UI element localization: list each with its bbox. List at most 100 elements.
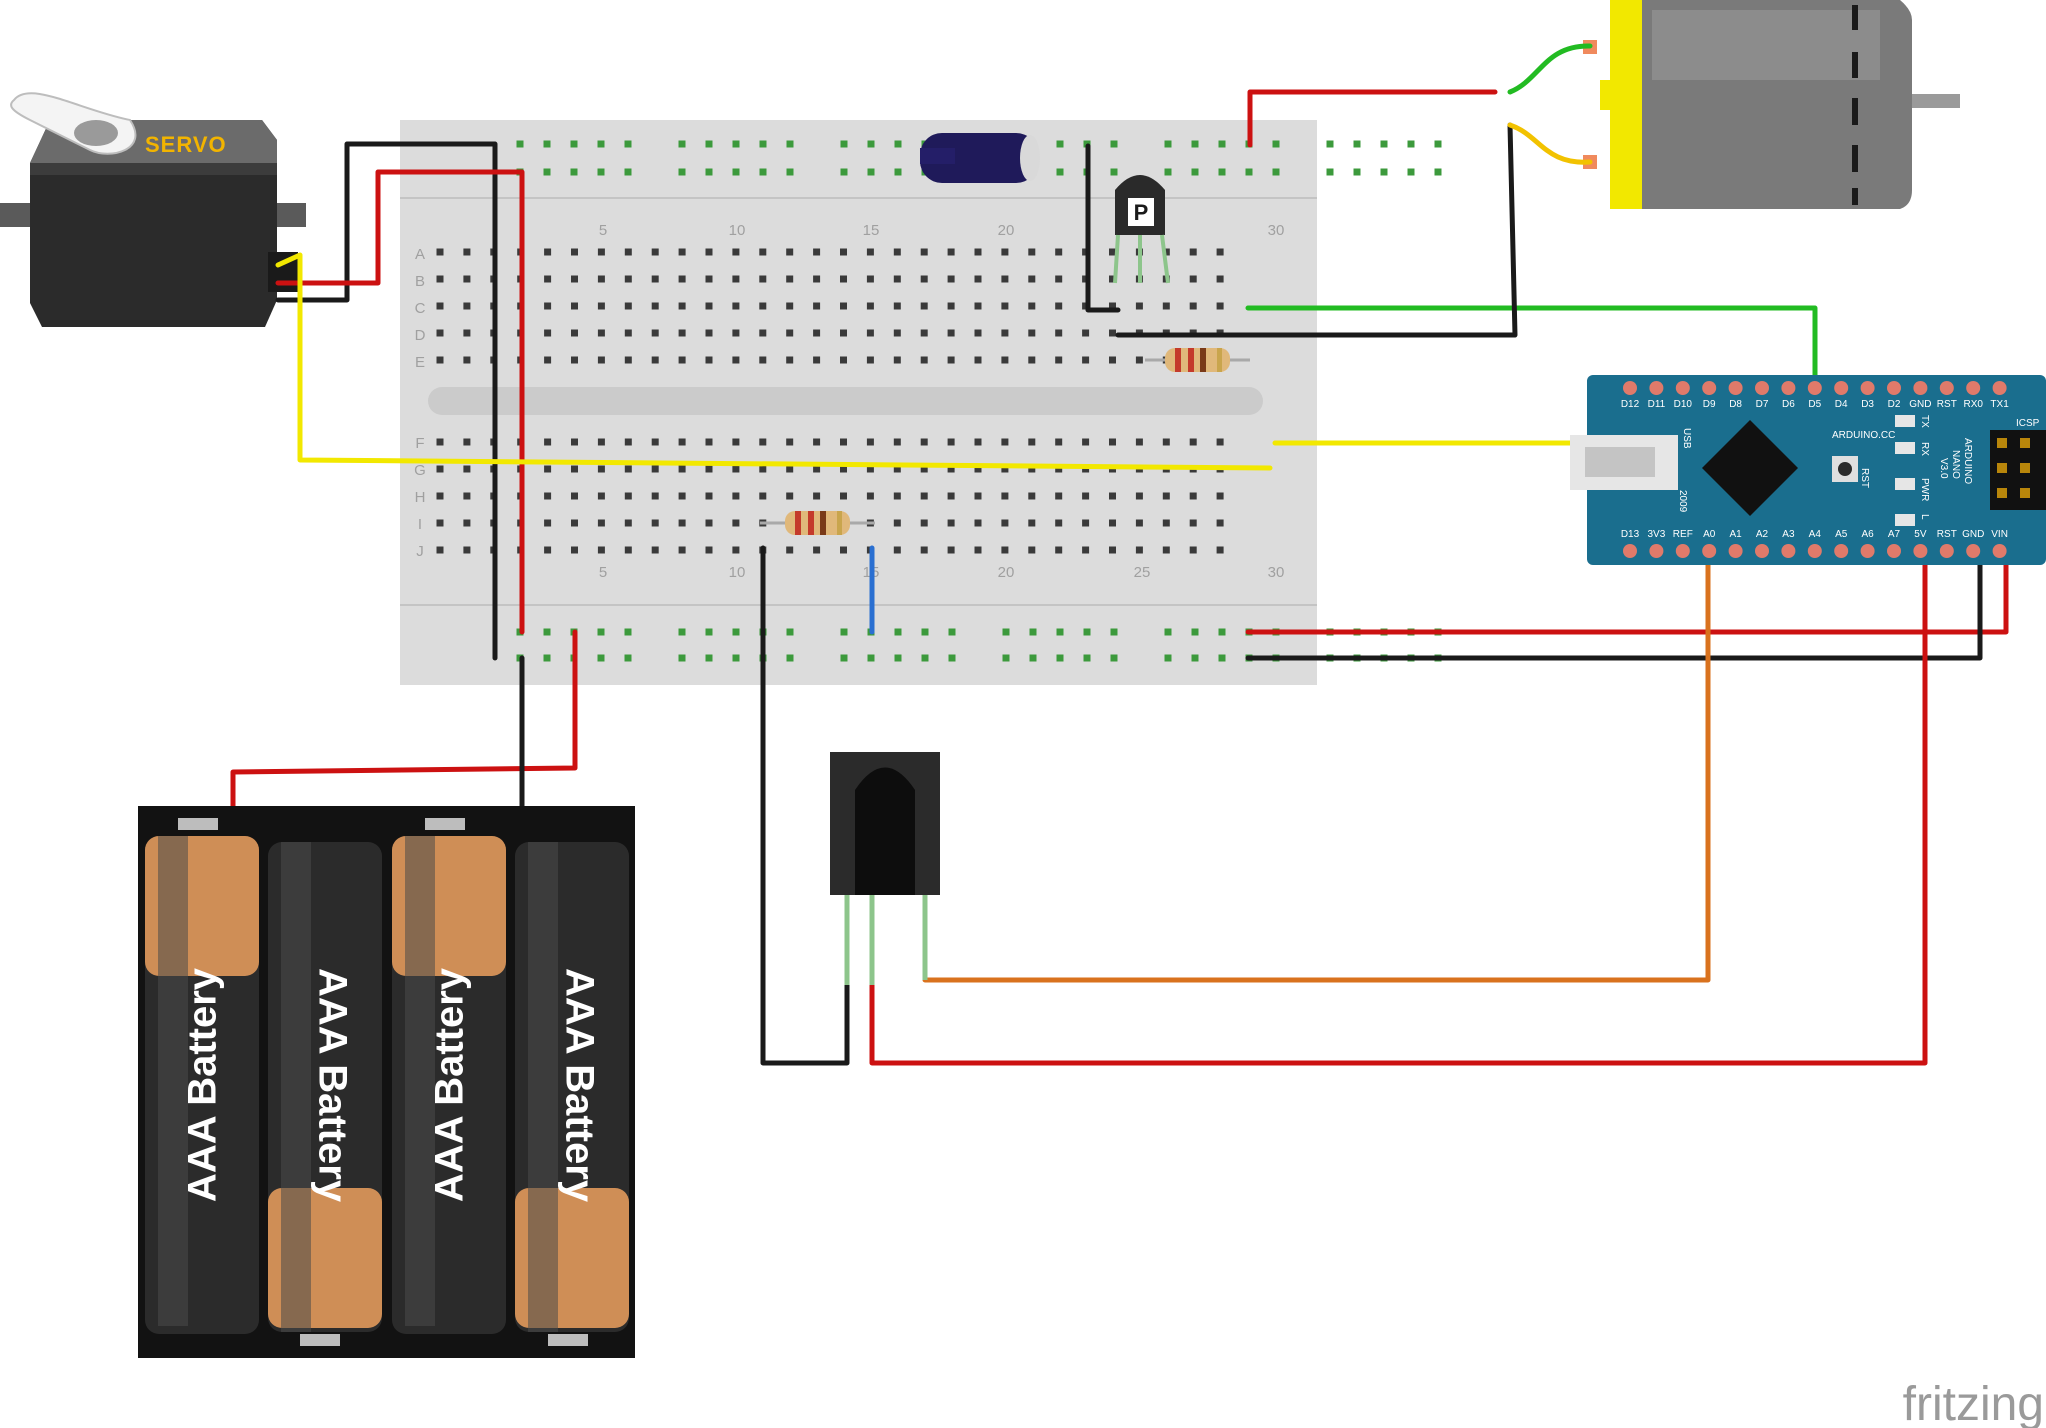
breadboard-hole — [1218, 654, 1226, 662]
breadboard-hole — [813, 546, 821, 554]
breadboard-hole — [436, 356, 444, 364]
arduino-pin-pad[interactable] — [1702, 381, 1717, 395]
breadboard-hole — [920, 519, 928, 527]
breadboard-hole — [1164, 654, 1172, 662]
arduino-pin-pad[interactable] — [1807, 544, 1822, 558]
breadboard-hole — [732, 356, 740, 364]
breadboard-hole — [678, 546, 686, 554]
breadboard-hole — [1110, 654, 1118, 662]
led-label-tx: TX — [1919, 415, 1930, 428]
arduino-pin-pad[interactable] — [1807, 381, 1822, 395]
breadboard-hole — [893, 519, 901, 527]
arduino-pin-pad[interactable] — [1966, 544, 1981, 558]
arduino-pin-pad[interactable] — [1755, 381, 1769, 395]
wire-ir-signal[interactable] — [922, 547, 1711, 983]
arduino-pin-pad[interactable] — [1781, 544, 1796, 558]
breadboard-hole — [1002, 654, 1010, 662]
arduino-brand-line: ARDUINO.CC — [1832, 430, 1895, 441]
arduino-pin-pad[interactable] — [1887, 381, 1901, 395]
row-letter: B — [415, 273, 425, 290]
breadboard-hole — [894, 628, 902, 636]
arduino-pin-label: D5 — [1808, 399, 1821, 410]
arduino-pin-pad[interactable] — [1834, 544, 1849, 558]
arduino-pin-pad[interactable] — [1649, 544, 1664, 558]
arduino-pin-pad[interactable] — [1939, 544, 1954, 558]
breadboard-hole — [947, 248, 955, 256]
breadboard-hole — [813, 248, 821, 256]
arduino-pin-pad[interactable] — [1649, 381, 1664, 395]
wires — [230, 43, 2009, 1066]
breadboard-hole — [651, 492, 659, 500]
arduino-pin-pad[interactable] — [1623, 381, 1637, 395]
arduino-pin-pad[interactable] — [1966, 381, 1981, 395]
arduino-pin-label: D8 — [1729, 399, 1742, 410]
wire-transistor-ground[interactable] — [1085, 143, 1121, 313]
breadboard-hole — [894, 654, 902, 662]
arduino-pin-pad[interactable] — [1860, 544, 1875, 558]
breadboard-hole — [1029, 654, 1037, 662]
arduino-model-1: ARDUINO — [1962, 438, 1973, 484]
breadboard-hole — [1189, 248, 1197, 256]
arduino-pin-pad[interactable] — [1860, 381, 1875, 395]
arduino-pin-pad[interactable] — [1728, 381, 1743, 395]
breadboard-hole — [759, 168, 767, 176]
wire-servo-signal[interactable] — [275, 252, 1273, 471]
battery-label-1: AAA Battery — [181, 967, 225, 1202]
arduino-pin-pad[interactable] — [1702, 544, 1717, 558]
breadboard-hole — [463, 438, 471, 446]
arduino-pin-label: 5V — [1914, 529, 1927, 540]
breadboard-hole — [436, 492, 444, 500]
arduino-pin-pad[interactable] — [1675, 381, 1690, 395]
breadboard-hole — [1109, 519, 1116, 527]
arduino-icsp-header — [1990, 430, 2046, 510]
arduino-pin-pad[interactable] — [1992, 381, 2007, 395]
breadboard-hole — [571, 248, 578, 256]
breadboard-hole — [624, 654, 632, 662]
wire-motor-power[interactable] — [1247, 89, 1498, 148]
breadboard-hole — [543, 654, 551, 662]
breadboard-hole — [759, 275, 767, 283]
wire-arduino-d5[interactable] — [1245, 305, 1818, 391]
breadboard-hole — [786, 628, 794, 636]
breadboard-hole — [1028, 465, 1036, 473]
arduino-pin-pad[interactable] — [1623, 544, 1637, 558]
breadboard-hole — [678, 275, 686, 283]
arduino-model-2: NANO — [1950, 450, 1961, 479]
breadboard-hole — [974, 356, 982, 364]
arduino-pin-label: D7 — [1756, 399, 1769, 410]
breadboard-hole — [543, 168, 551, 176]
arduino-pin-pad[interactable] — [1781, 381, 1796, 395]
wire-ir-ground[interactable] — [760, 545, 850, 1066]
breadboard-hole — [1272, 140, 1280, 148]
breadboard-hole — [1082, 492, 1090, 500]
dc-motor — [1583, 0, 1960, 209]
breadboard-hole — [840, 465, 847, 473]
breadboard-hole — [678, 329, 686, 337]
arduino-pin-pad[interactable] — [1913, 544, 1928, 558]
arduino-pin-pad[interactable] — [1913, 381, 1928, 395]
arduino-pin-pad[interactable] — [1755, 544, 1769, 558]
wire-battery-power[interactable] — [230, 629, 578, 815]
column-number: 30 — [1268, 564, 1285, 581]
wire-rail-power[interactable] — [1245, 547, 2009, 635]
breadboard-hole — [893, 302, 901, 310]
wire-servo-power[interactable] — [275, 169, 525, 635]
arduino-pin-pad[interactable] — [1675, 544, 1690, 558]
wire-rail-ground[interactable] — [1245, 547, 1983, 661]
arduino-pin-pad[interactable] — [1728, 544, 1743, 558]
breadboard-hole — [947, 302, 955, 310]
breadboard-hole — [597, 546, 605, 554]
battery-pack: AAA Battery AAA Battery AAA Battery AAA … — [138, 806, 635, 1358]
arduino-pin-pad[interactable] — [1939, 381, 1954, 395]
breadboard-hole — [1162, 519, 1170, 527]
breadboard-hole — [947, 356, 955, 364]
wire-servo-ground[interactable] — [275, 141, 498, 661]
wire-motor-ground[interactable] — [1165, 122, 1518, 338]
wire-ir-power[interactable] — [869, 547, 1928, 1066]
arduino-pin-pad[interactable] — [1887, 544, 1901, 558]
arduino-pin-pad[interactable] — [1992, 544, 2007, 558]
arduino-pin-pad[interactable] — [1834, 381, 1849, 395]
breadboard-hole — [597, 519, 605, 527]
breadboard-hole — [1135, 519, 1143, 527]
arduino-pin-label: GND — [1962, 529, 1984, 540]
